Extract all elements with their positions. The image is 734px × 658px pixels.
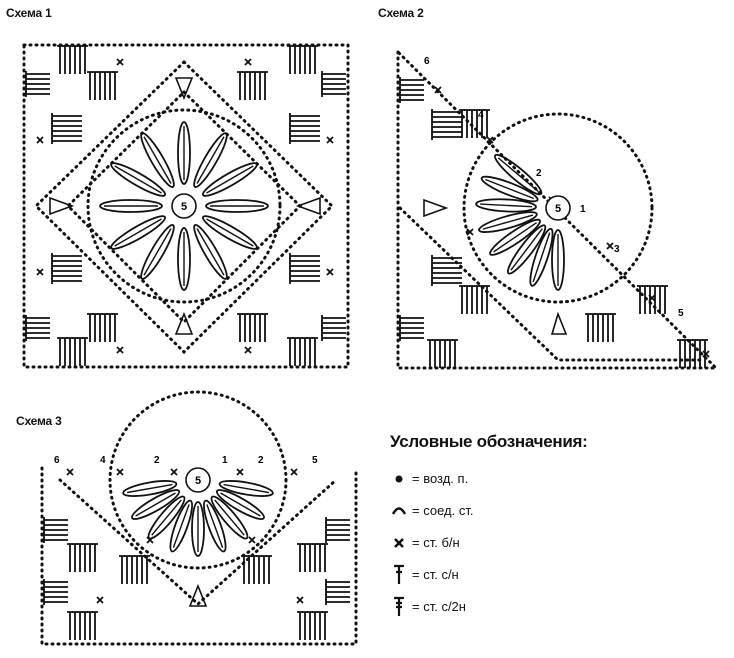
- scheme-3-title: Схема 3: [16, 414, 62, 428]
- scheme-3-diagram: 5 6 4 2 1 2 5: [40, 390, 358, 646]
- slip-stitch-arc-icon: [391, 507, 407, 515]
- scheme-3-row-4: 4: [100, 455, 106, 466]
- scheme-2-diagram: 5 6 4 2 1 3 5: [396, 48, 720, 370]
- scheme-2-row-1: 1: [580, 204, 586, 215]
- scheme-3-row-2: 2: [154, 455, 160, 466]
- scheme-2-row-5: 5: [678, 308, 684, 319]
- scheme-3-row-6: 6: [54, 455, 60, 466]
- scheme-2-row-3: 3: [614, 244, 620, 255]
- legend-item-sc: = ст. б/н: [390, 526, 730, 558]
- legend-item-dc: = ст. с/н: [390, 558, 730, 590]
- scheme-1-title: Схема 1: [6, 6, 52, 20]
- scheme-1-diagram: 5: [22, 43, 350, 369]
- cross-icon: [394, 538, 404, 548]
- legend-item-slip-stitch: = соед. ст.: [390, 494, 730, 526]
- scheme-2-title: Схема 2: [378, 6, 424, 20]
- legend-title: Условные обозначения:: [390, 432, 588, 451]
- dc-stitch-icon: [394, 564, 404, 584]
- scheme-3-center-label: 5: [195, 475, 201, 487]
- scheme-3-row-2b: 2: [258, 455, 264, 466]
- legend: Условные обозначения: = возд. п. = соед.…: [390, 432, 730, 622]
- legend-item-text: = ст. б/н: [412, 534, 460, 550]
- scheme-3-row-5: 5: [312, 455, 318, 466]
- legend-item-text: = ст. с/2н: [412, 598, 466, 614]
- scheme-3-row-1: 1: [222, 455, 228, 466]
- legend-item-text: = соед. ст.: [412, 502, 474, 518]
- legend-item-text: = ст. с/н: [412, 566, 459, 582]
- tr-stitch-icon: [394, 596, 404, 616]
- scheme-1-center-label: 5: [181, 201, 187, 213]
- legend-item-text: = возд. п.: [412, 470, 469, 486]
- scheme-2-row-2: 2: [536, 168, 542, 179]
- chain-dot-icon: [395, 475, 403, 483]
- legend-item-chain: = возд. п.: [390, 462, 730, 494]
- scheme-2-row-6: 6: [424, 56, 430, 67]
- legend-item-tr: = ст. с/2н: [390, 590, 730, 622]
- scheme-2-center-label: 5: [555, 203, 561, 215]
- scheme-2-row-4: 4: [478, 110, 484, 121]
